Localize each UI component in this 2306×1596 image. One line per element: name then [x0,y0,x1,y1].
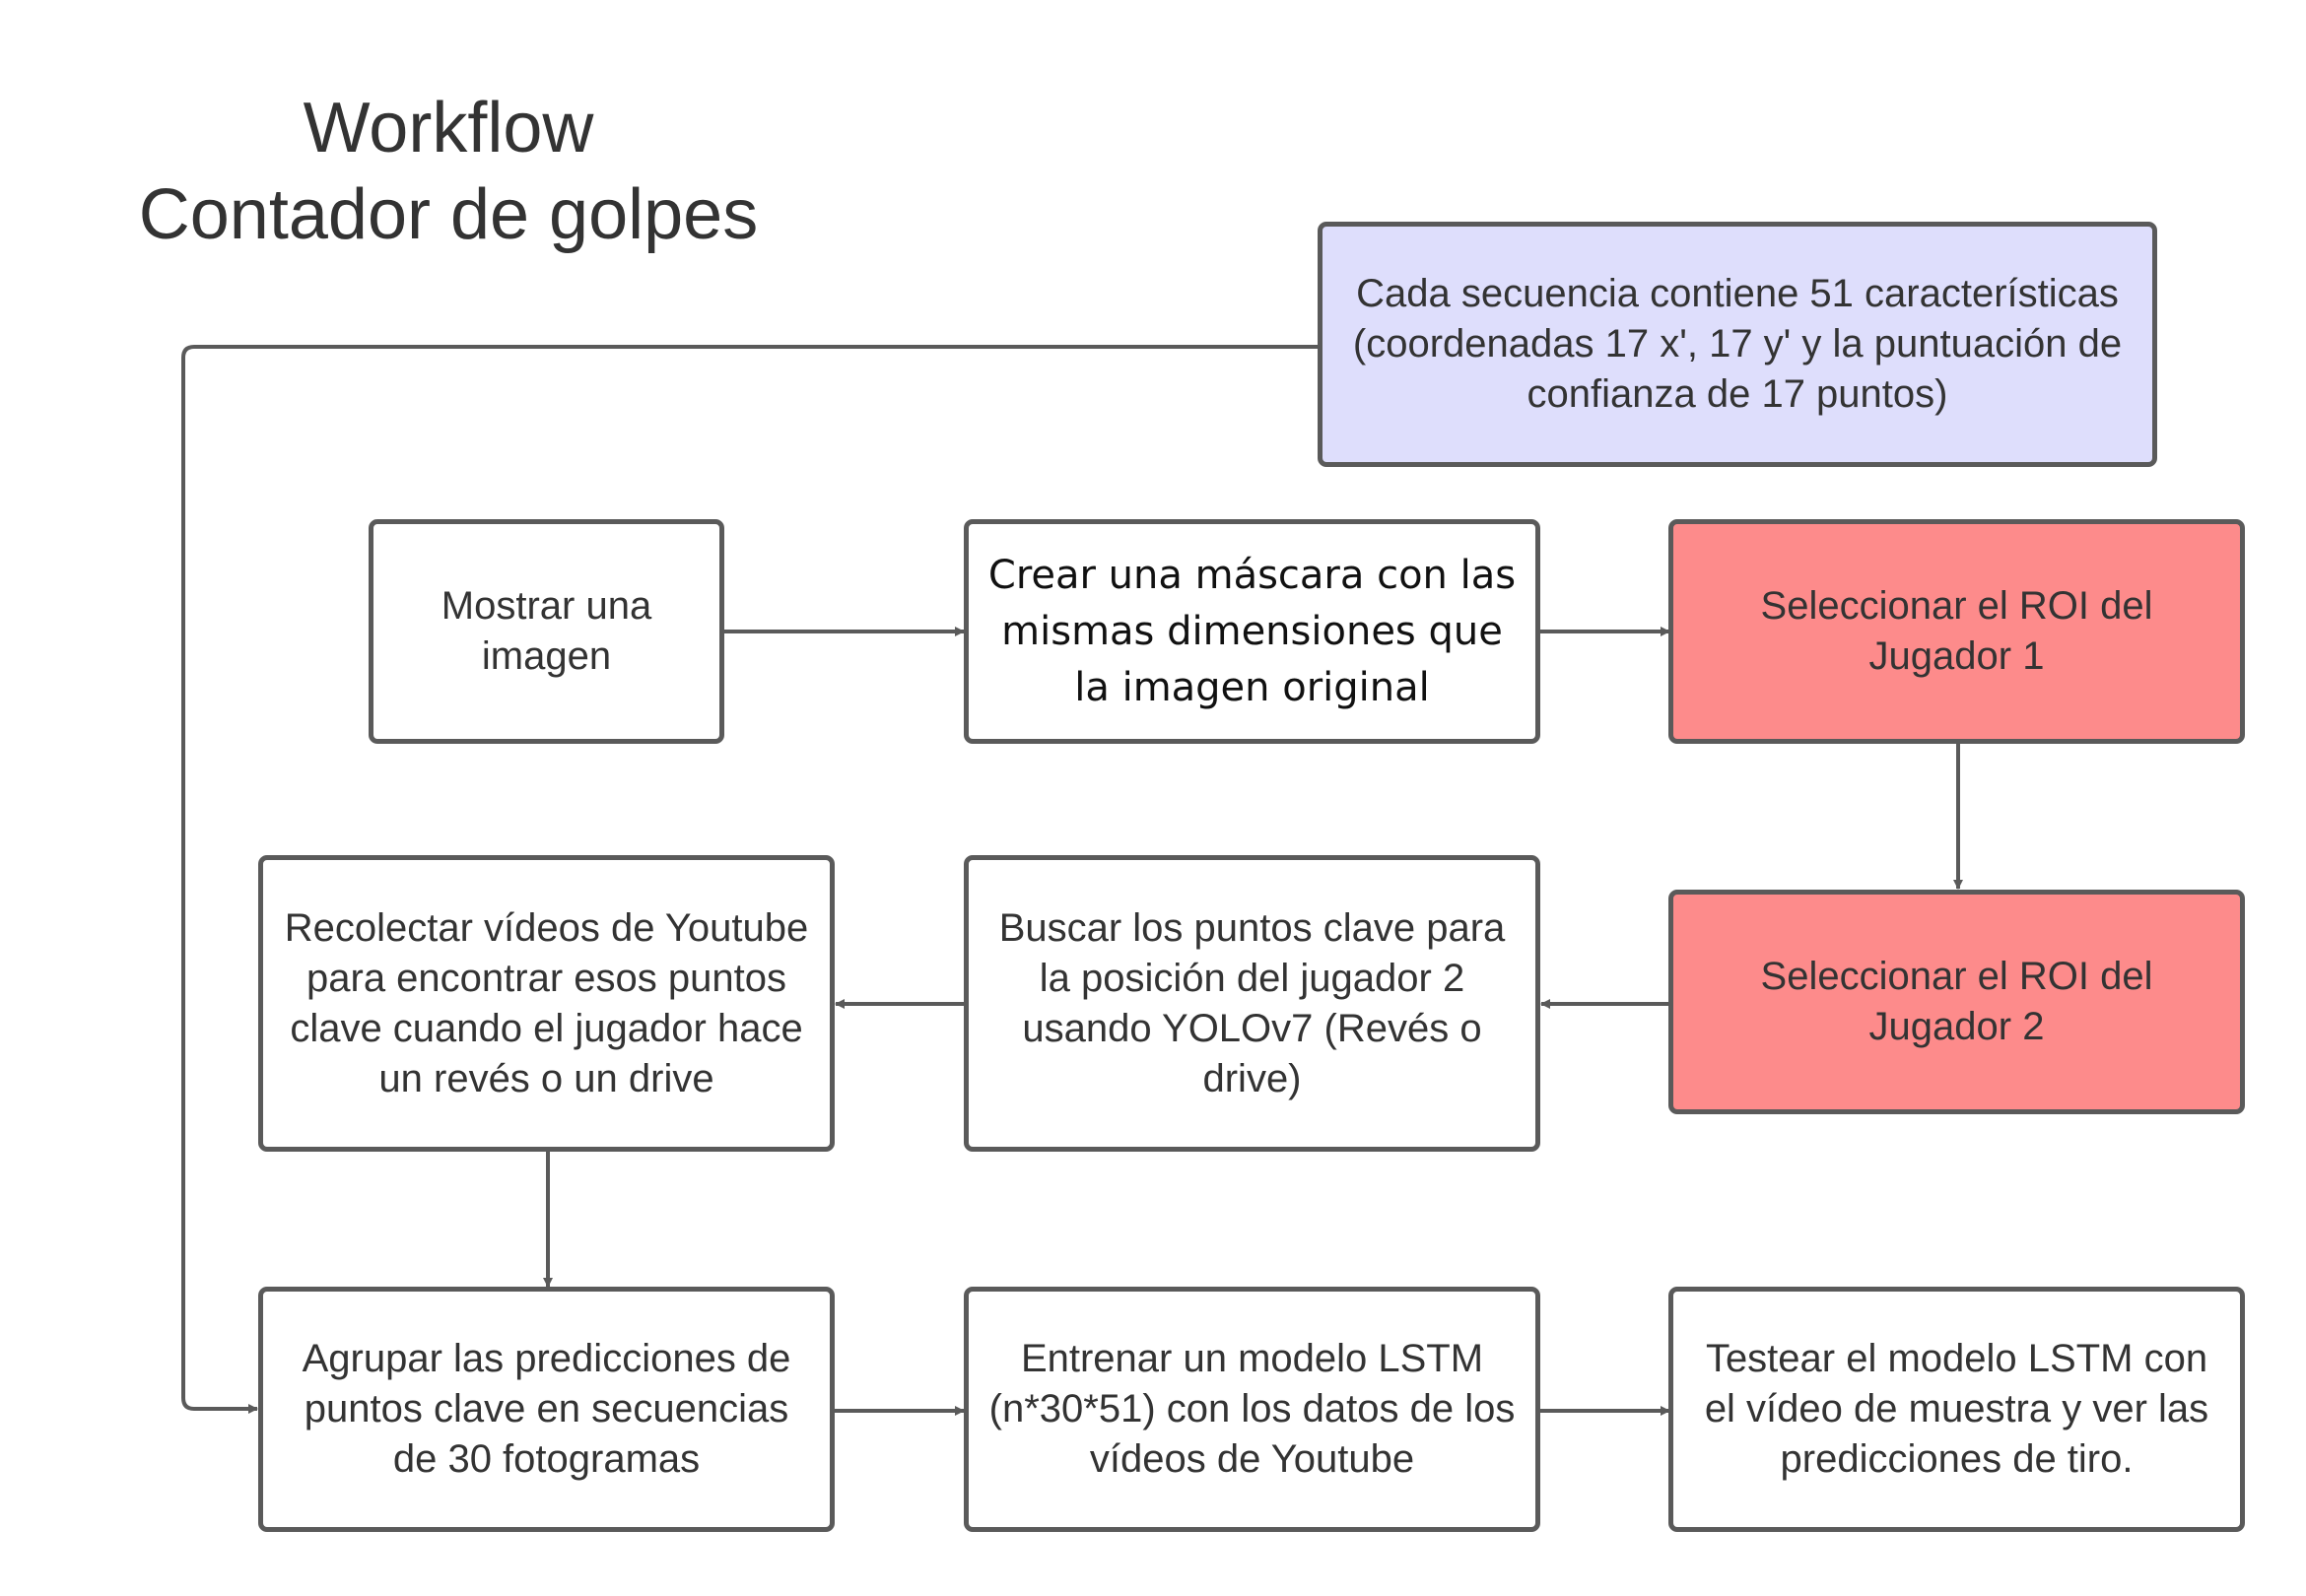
edge-note-to-group [181,345,1318,1414]
node-train-lstm: Entrenar un modelo LSTM (n*30*51) con lo… [964,1287,1540,1532]
title-line-2: Contador de golpes [138,175,759,254]
node-find-keypoints-label: Buscar los puntos clave para la posición… [998,905,1506,1100]
node-group-predictions: Agrupar las predicciones de puntos clave… [258,1287,835,1532]
node-create-mask-label: Crear una máscara con las mismas dimensi… [987,552,1517,710]
node-test-lstm-label: Testear el modelo LSTM con el vídeo de m… [1704,1337,2209,1481]
node-find-keypoints: Buscar los puntos clave para la posición… [964,855,1540,1152]
node-collect-videos: Recolectar vídeos de Youtube para encont… [258,855,835,1152]
node-show-image: Mostrar una imagen [369,519,724,744]
node-group-predictions-label: Agrupar las predicciones de puntos clave… [302,1337,791,1481]
diagram-title: Workflow Contador de golpes [108,85,788,258]
node-roi-player-2-label: Seleccionar el ROI del Jugador 2 [1760,955,2153,1048]
node-create-mask: Crear una máscara con las mismas dimensi… [964,519,1540,744]
node-test-lstm: Testear el modelo LSTM con el vídeo de m… [1668,1287,2245,1532]
node-roi-player-1: Seleccionar el ROI del Jugador 1 [1668,519,2245,744]
node-train-lstm-label: Entrenar un modelo LSTM (n*30*51) con lo… [988,1337,1516,1481]
node-show-image-label: Mostrar una imagen [441,584,652,678]
node-collect-videos-label: Recolectar vídeos de Youtube para encont… [284,905,809,1100]
note-text: Cada secuencia contiene 51 característic… [1352,272,2123,416]
node-roi-player-1-label: Seleccionar el ROI del Jugador 1 [1760,584,2153,678]
node-roi-player-2: Seleccionar el ROI del Jugador 2 [1668,890,2245,1114]
title-line-1: Workflow [303,89,594,167]
note-sequence-features: Cada secuencia contiene 51 característic… [1318,222,2157,467]
